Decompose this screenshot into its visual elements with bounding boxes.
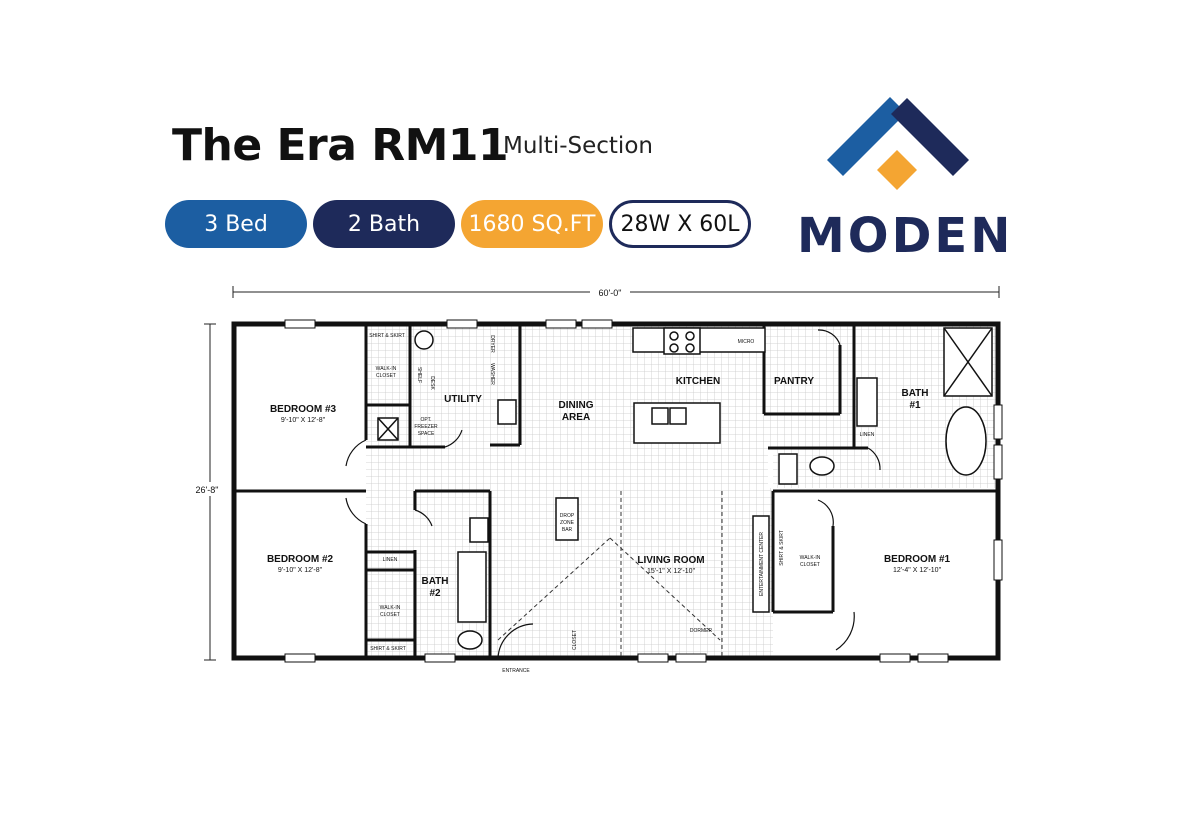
svg-text:SHIRT & SKIRT: SHIRT & SKIRT (369, 333, 405, 339)
svg-text:CLOSET: CLOSET (376, 373, 396, 379)
baths-badge: 2 Bath (313, 200, 455, 248)
bedroom2-size: 9'-10" X 12'-8" (278, 567, 323, 574)
door-swings (345, 329, 881, 659)
bedroom2-label: BEDROOM #2 (267, 554, 334, 565)
svg-text:DRYER: DRYER (489, 335, 495, 353)
svg-text:FREEZER: FREEZER (414, 424, 438, 430)
interior-walls (234, 324, 998, 658)
svg-text:WASHER: WASHER (489, 363, 495, 385)
kitchen-label: KITCHEN (676, 376, 720, 387)
overall-width-dim: 60'-0" (599, 288, 622, 298)
bedroom1-label: BEDROOM #1 (884, 554, 951, 565)
bath2-label-1: BATH (421, 576, 448, 587)
svg-text:SHIRT & SKIRT: SHIRT & SKIRT (779, 530, 785, 566)
kitchen-fixtures (632, 327, 766, 444)
svg-text:SPACE: SPACE (418, 431, 435, 437)
windows (284, 319, 1003, 663)
brand-logo-icon (827, 97, 969, 190)
svg-text:DROP: DROP (560, 513, 575, 519)
bedroom1-size: 12'-4" X 12'-10" (893, 567, 942, 574)
svg-text:WALK-IN: WALK-IN (800, 555, 821, 561)
beds-badge: 3 Bed (165, 200, 307, 248)
svg-text:SHIRT & SKIRT: SHIRT & SKIRT (370, 646, 406, 652)
svg-text:CLOSET: CLOSET (572, 630, 578, 650)
bedroom3-label: BEDROOM #3 (270, 404, 337, 415)
entertainment-center (752, 515, 770, 613)
svg-text:SHELF: SHELF (416, 367, 422, 383)
bath1-label-2: #1 (909, 400, 921, 411)
dining-label-2: AREA (562, 412, 590, 423)
living-label: LIVING ROOM (637, 555, 704, 566)
living-size: 15'-1" X 12'-10" (647, 568, 696, 575)
svg-text:ENTERTAINMENT CENTER: ENTERTAINMENT CENTER (759, 532, 765, 596)
brand-wordmark: MODEN (797, 208, 1014, 264)
svg-text:WALK-IN: WALK-IN (376, 366, 397, 372)
dimensions-badge: 28W X 60L (609, 200, 751, 248)
bath2-label-2: #2 (429, 588, 441, 599)
svg-text:CLOSET: CLOSET (380, 612, 400, 618)
svg-text:ZONE: ZONE (560, 520, 575, 526)
svg-text:DESK: DESK (429, 376, 435, 390)
svg-text:DORMER: DORMER (690, 628, 713, 634)
svg-text:ENTRANCE: ENTRANCE (502, 668, 530, 674)
small-labels: SHIRT & SKIRT WALK-IN CLOSET OPT. FREEZE… (369, 333, 875, 674)
svg-text:OPT.: OPT. (420, 417, 431, 423)
room-labels: BEDROOM #3 9'-10" X 12'-8" BEDROOM #2 9'… (267, 376, 951, 599)
tile-floor (366, 324, 996, 658)
svg-text:MICRO: MICRO (738, 339, 755, 345)
svg-text:LINEN: LINEN (860, 432, 875, 438)
svg-text:CLOSET: CLOSET (800, 562, 820, 568)
plan-subtitle: Multi-Section (503, 133, 653, 159)
bath-fixtures (377, 327, 993, 650)
svg-text:WALK-IN: WALK-IN (380, 605, 401, 611)
bedroom3-size: 9'-10" X 12'-8" (281, 417, 326, 424)
pantry-label: PANTRY (774, 376, 814, 387)
dining-label-1: DINING (559, 400, 594, 411)
dormer-outline (497, 491, 723, 656)
area-badge: 1680 SQ.FT (461, 200, 603, 248)
overall-depth-dim: 26'-8" (196, 485, 219, 495)
svg-text:BAR: BAR (562, 527, 573, 533)
svg-text:LINEN: LINEN (383, 557, 398, 563)
utility-label: UTILITY (444, 394, 482, 405)
plan-title: The Era RM11 (172, 120, 509, 171)
bath1-label-1: BATH (901, 388, 928, 399)
